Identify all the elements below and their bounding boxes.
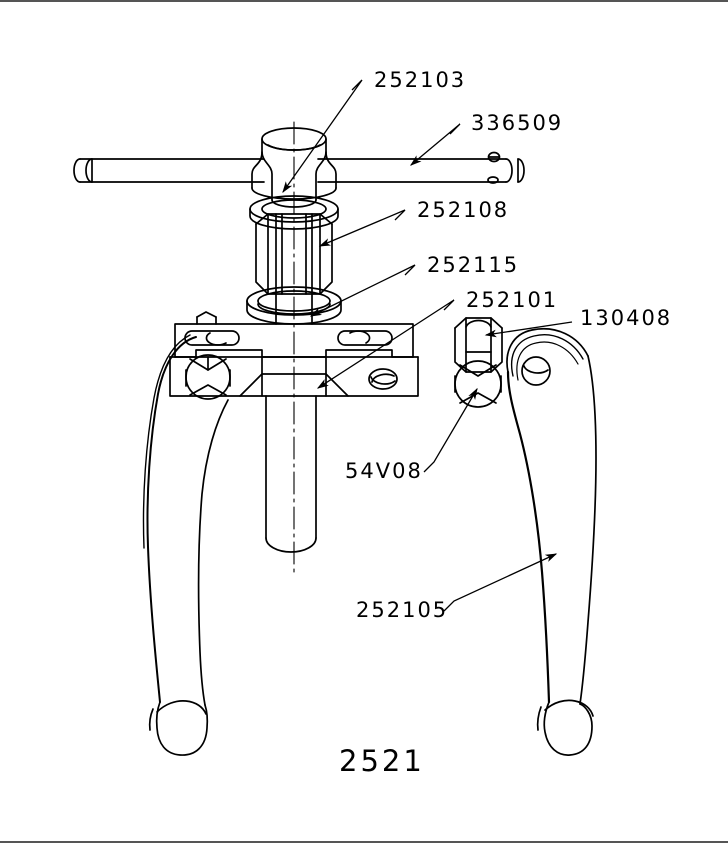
slide-handle-bar bbox=[73, 151, 525, 184]
leader-130408 bbox=[484, 321, 573, 338]
callout-label-54V08: 54V08 bbox=[345, 459, 423, 483]
callout-label-252101: 252101 bbox=[466, 288, 559, 312]
leader-252115 bbox=[309, 264, 416, 317]
leader-336509 bbox=[410, 123, 461, 166]
puller-leg-right bbox=[506, 328, 597, 756]
callout-label-252115: 252115 bbox=[427, 253, 520, 277]
drawing-title: 2521 bbox=[339, 744, 425, 778]
leader-252105 bbox=[443, 553, 558, 612]
center-screw-shaft bbox=[265, 213, 317, 553]
callout-label-252108: 252108 bbox=[417, 198, 510, 222]
callout-label-130408: 130408 bbox=[580, 306, 673, 330]
callout-leader-lines bbox=[282, 79, 573, 612]
pivot-pin-head bbox=[454, 360, 502, 408]
leader-54V08 bbox=[423, 387, 478, 473]
callout-label-336509: 336509 bbox=[471, 111, 564, 135]
hex-nut-side bbox=[454, 317, 503, 373]
leader-252103 bbox=[282, 79, 363, 194]
callout-label-252103: 252103 bbox=[374, 68, 467, 92]
leader-252101 bbox=[316, 299, 455, 389]
puller-leg-left bbox=[142, 334, 229, 756]
callout-label-252105: 252105 bbox=[356, 598, 449, 622]
leader-252108 bbox=[318, 209, 406, 247]
